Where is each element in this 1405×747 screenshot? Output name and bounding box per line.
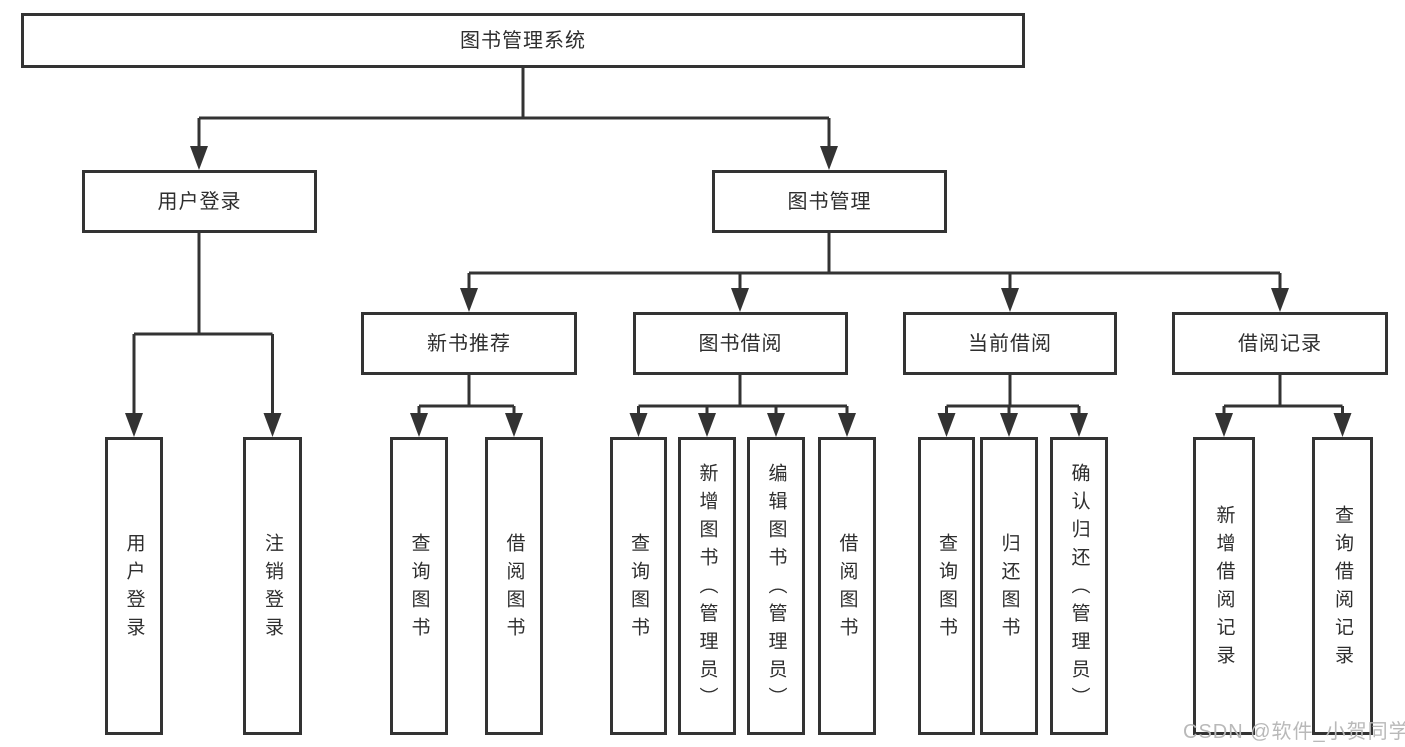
leaf-borrow-books-recommend: 借阅图书 — [485, 437, 543, 735]
node-borrow-records: 借阅记录 — [1172, 312, 1388, 375]
node-new-book-recommend: 新书推荐 — [361, 312, 577, 375]
node-user-login: 用户登录 — [82, 170, 317, 233]
leaf-return-book: 归还图书 — [980, 437, 1038, 735]
leaf-query-borrow-record: 查询借阅记录 — [1312, 437, 1373, 735]
leaf-logout: 注销登录 — [243, 437, 302, 735]
node-root: 图书管理系统 — [21, 13, 1025, 68]
leaf-user-login: 用户登录 — [105, 437, 163, 735]
node-book-borrow: 图书借阅 — [633, 312, 848, 375]
csdn-watermark: CSDN @软件_小贺同学 — [1183, 721, 1405, 743]
leaf-add-borrow-record: 新增借阅记录 — [1193, 437, 1255, 735]
leaf-confirm-return-admin: 确认归还（管理员） — [1050, 437, 1108, 735]
leaf-borrow-books: 借阅图书 — [818, 437, 876, 735]
leaf-query-books-recommend: 查询图书 — [390, 437, 448, 735]
node-book-management: 图书管理 — [712, 170, 947, 233]
leaf-edit-book-admin: 编辑图书（管理员） — [747, 437, 805, 735]
leaf-add-book-admin: 新增图书（管理员） — [678, 437, 736, 735]
leaf-query-books-borrow: 查询图书 — [610, 437, 667, 735]
node-current-borrow: 当前借阅 — [903, 312, 1117, 375]
leaf-query-books-current: 查询图书 — [918, 437, 975, 735]
